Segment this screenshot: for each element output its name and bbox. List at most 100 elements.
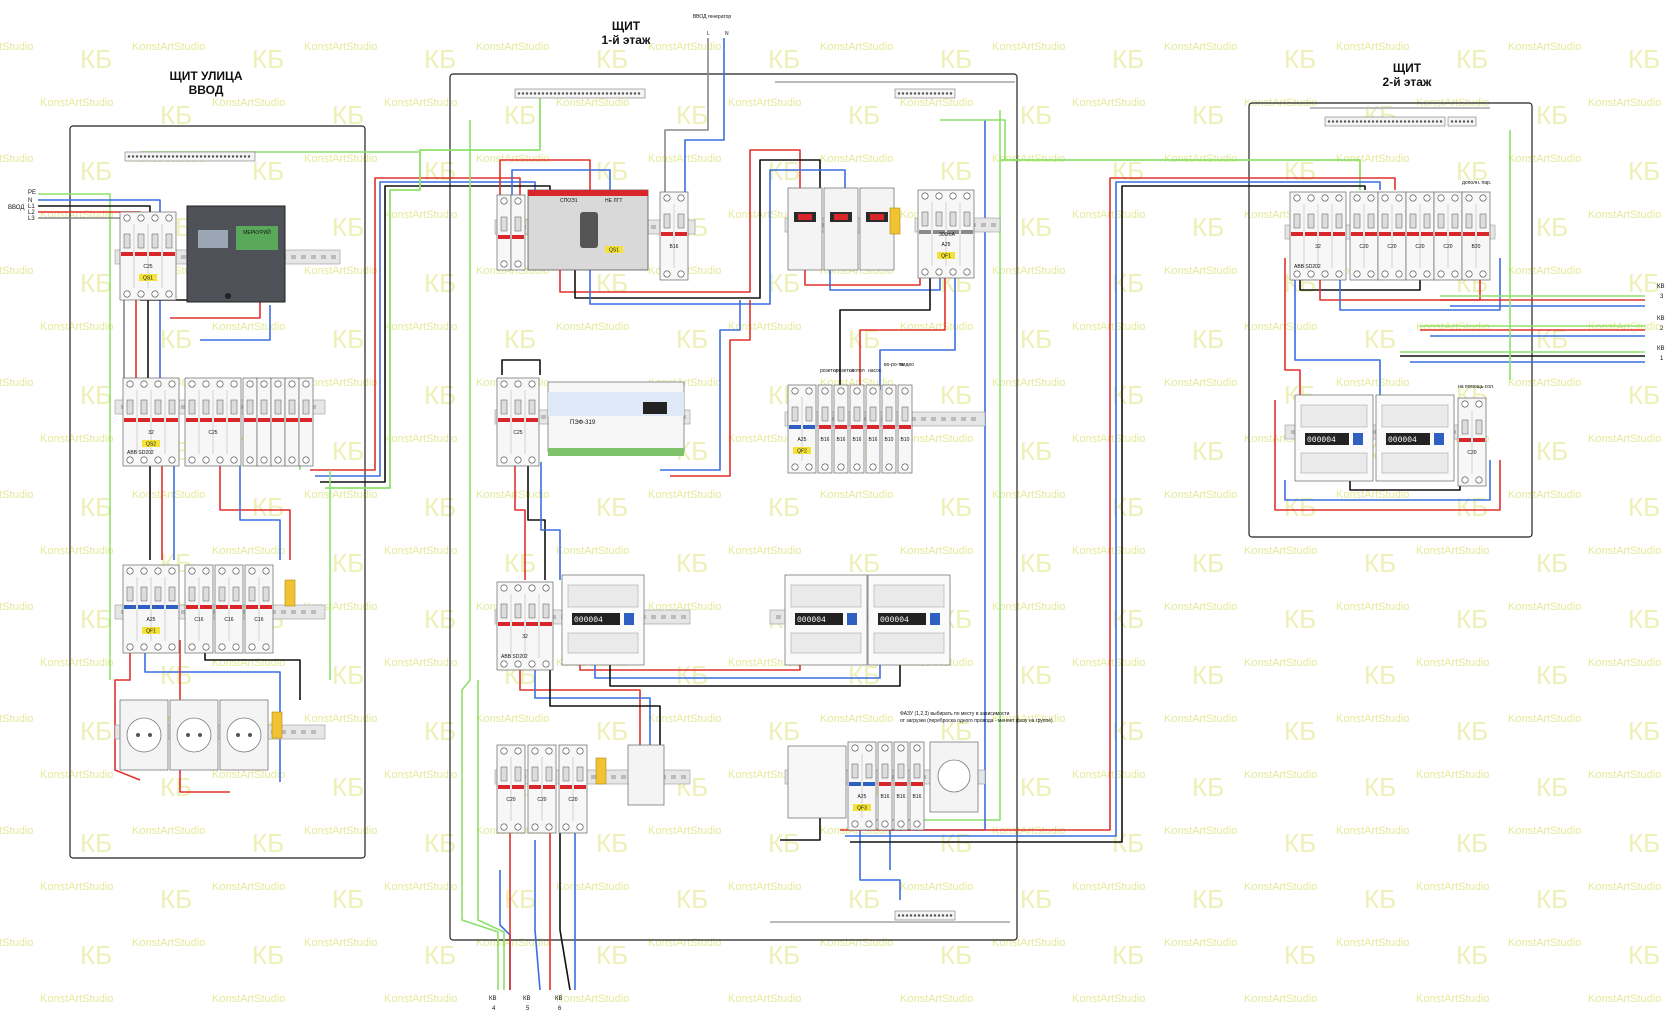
watermark-logo: КБ (1364, 548, 1396, 578)
watermark-text: KonstArtStudio (1072, 881, 1145, 893)
bus-bar-screw (151, 155, 155, 158)
f1-meter-2-top (790, 584, 862, 608)
floor2-panel-title-1: ЩИТ (1393, 61, 1422, 75)
terminal-screw (123, 214, 131, 222)
bus-bar-screw (1363, 120, 1367, 123)
bus-bar-screw (937, 914, 941, 917)
bus-bar-screw (545, 92, 549, 95)
din-rail-slot (681, 775, 686, 779)
f1-wire (519, 655, 641, 790)
f1-qf2-branch-1: B16 (833, 384, 849, 474)
f1-spd-1 (496, 194, 512, 271)
breaker-stripe (1319, 232, 1331, 236)
terminal-screw (246, 456, 254, 464)
watermark-text: KonstArtStudio (1244, 657, 1317, 669)
terminal-screw (897, 744, 905, 752)
bus-bar-screw (921, 914, 925, 917)
watermark-logo: КБ (80, 380, 112, 410)
toggle-lever (1381, 213, 1389, 229)
breaker-stripe (1477, 232, 1489, 236)
floor1-panel-enclosure (449, 73, 1018, 941)
din-rail-slot (776, 615, 781, 619)
bus-bar-screw (577, 92, 581, 95)
f1-wire (501, 359, 541, 375)
breaker-stripe (1379, 232, 1391, 236)
watermark-logo: КБ (1192, 212, 1224, 242)
terminal-screw (821, 463, 829, 471)
bus-bar-screw (219, 155, 223, 158)
f1-meter-3: 000004 (867, 574, 951, 666)
street-c16-3: C16 (244, 564, 274, 654)
terminal-screw (963, 192, 971, 200)
watermark-logo: КБ (1192, 436, 1224, 466)
watermark-logo: КБ (1192, 324, 1224, 354)
toggle-lever (202, 399, 210, 415)
din-rail-slot (181, 405, 186, 409)
toggle-lever (562, 766, 570, 782)
f1-pef-terminal-strip (548, 448, 684, 456)
breaker-stripe (149, 252, 161, 256)
bus-bar-screw (179, 155, 183, 158)
watermark-logo: КБ (1112, 940, 1144, 970)
terminal-screw (791, 463, 799, 471)
bus-bar-screw (1462, 120, 1466, 123)
din-rail-slot (651, 225, 656, 229)
watermark-logo: КБ (676, 324, 708, 354)
terminal-screw (881, 744, 889, 752)
watermark-logo: КБ (504, 884, 536, 914)
terminal-screw (1293, 194, 1301, 202)
bus-bar-screw (581, 92, 585, 95)
watermark-logo: КБ (160, 884, 192, 914)
bus-bar-screw (945, 914, 949, 917)
toggle-lever (821, 406, 829, 422)
watermark-text: KonstArtStudio (384, 433, 457, 445)
f2-meter-2-brand-block (1434, 433, 1444, 445)
watermark-logo: КБ (424, 268, 456, 298)
toggle-lever (232, 586, 240, 602)
f1-qf2-branch-5: B10 (897, 384, 913, 474)
watermark-logo: КБ (80, 940, 112, 970)
bus-bar-screw (633, 92, 637, 95)
toggle-lever (246, 399, 254, 415)
bus-bar-screw (905, 92, 909, 95)
din-rail-slot (921, 417, 926, 421)
bus-bar-screw (1423, 120, 1427, 123)
toggle-lever (545, 766, 553, 782)
street-wire (219, 430, 291, 560)
watermark-logo: КБ (596, 940, 628, 970)
f1-voltage-relay-digits (834, 214, 848, 220)
f1-qs1-stripe (528, 190, 648, 196)
watermark-logo: КБ (596, 716, 628, 746)
watermark-text: KonstArtStudio (900, 993, 973, 1005)
watermark-text: KonstArtStudio (1588, 881, 1661, 893)
din-rail-slot (1291, 430, 1296, 434)
f1-qf2-caption-3: насос (868, 368, 882, 374)
terminal-screw (805, 463, 813, 471)
f1-qs1-tag (605, 246, 623, 253)
bus-bar-screw (613, 92, 617, 95)
f2-main-32-label: 32 (1315, 244, 1321, 250)
watermark-logo: КБ (1284, 940, 1316, 970)
watermark-logo: КБ (332, 436, 364, 466)
watermark-text: KonstArtStudio (820, 153, 893, 165)
f1-wire (511, 169, 611, 196)
din-rail-slot (321, 255, 326, 259)
watermark-text: KonstArtStudio (212, 657, 285, 669)
f1-gen-breaker-label: B16 (670, 244, 679, 250)
link-floor1-floor2 (840, 177, 1396, 831)
watermark-logo: КБ (160, 100, 192, 130)
watermark-text: KonstArtStudio (0, 713, 33, 725)
watermark-logo: КБ (1628, 828, 1660, 858)
breaker-stripe (200, 418, 212, 422)
watermark-text: KonstArtStudio (212, 97, 285, 109)
f1-pe-wire (860, 110, 1001, 821)
watermark-logo: КБ (848, 100, 880, 130)
watermark-text: KonstArtStudio (384, 321, 457, 333)
street-qs2-tag-text: QS2 (146, 442, 156, 448)
bus-bar-screw (1379, 120, 1383, 123)
toggle-lever (663, 213, 671, 229)
f1-wire (527, 462, 546, 580)
terminal-screw (126, 643, 134, 651)
terminal-screw (260, 380, 268, 388)
